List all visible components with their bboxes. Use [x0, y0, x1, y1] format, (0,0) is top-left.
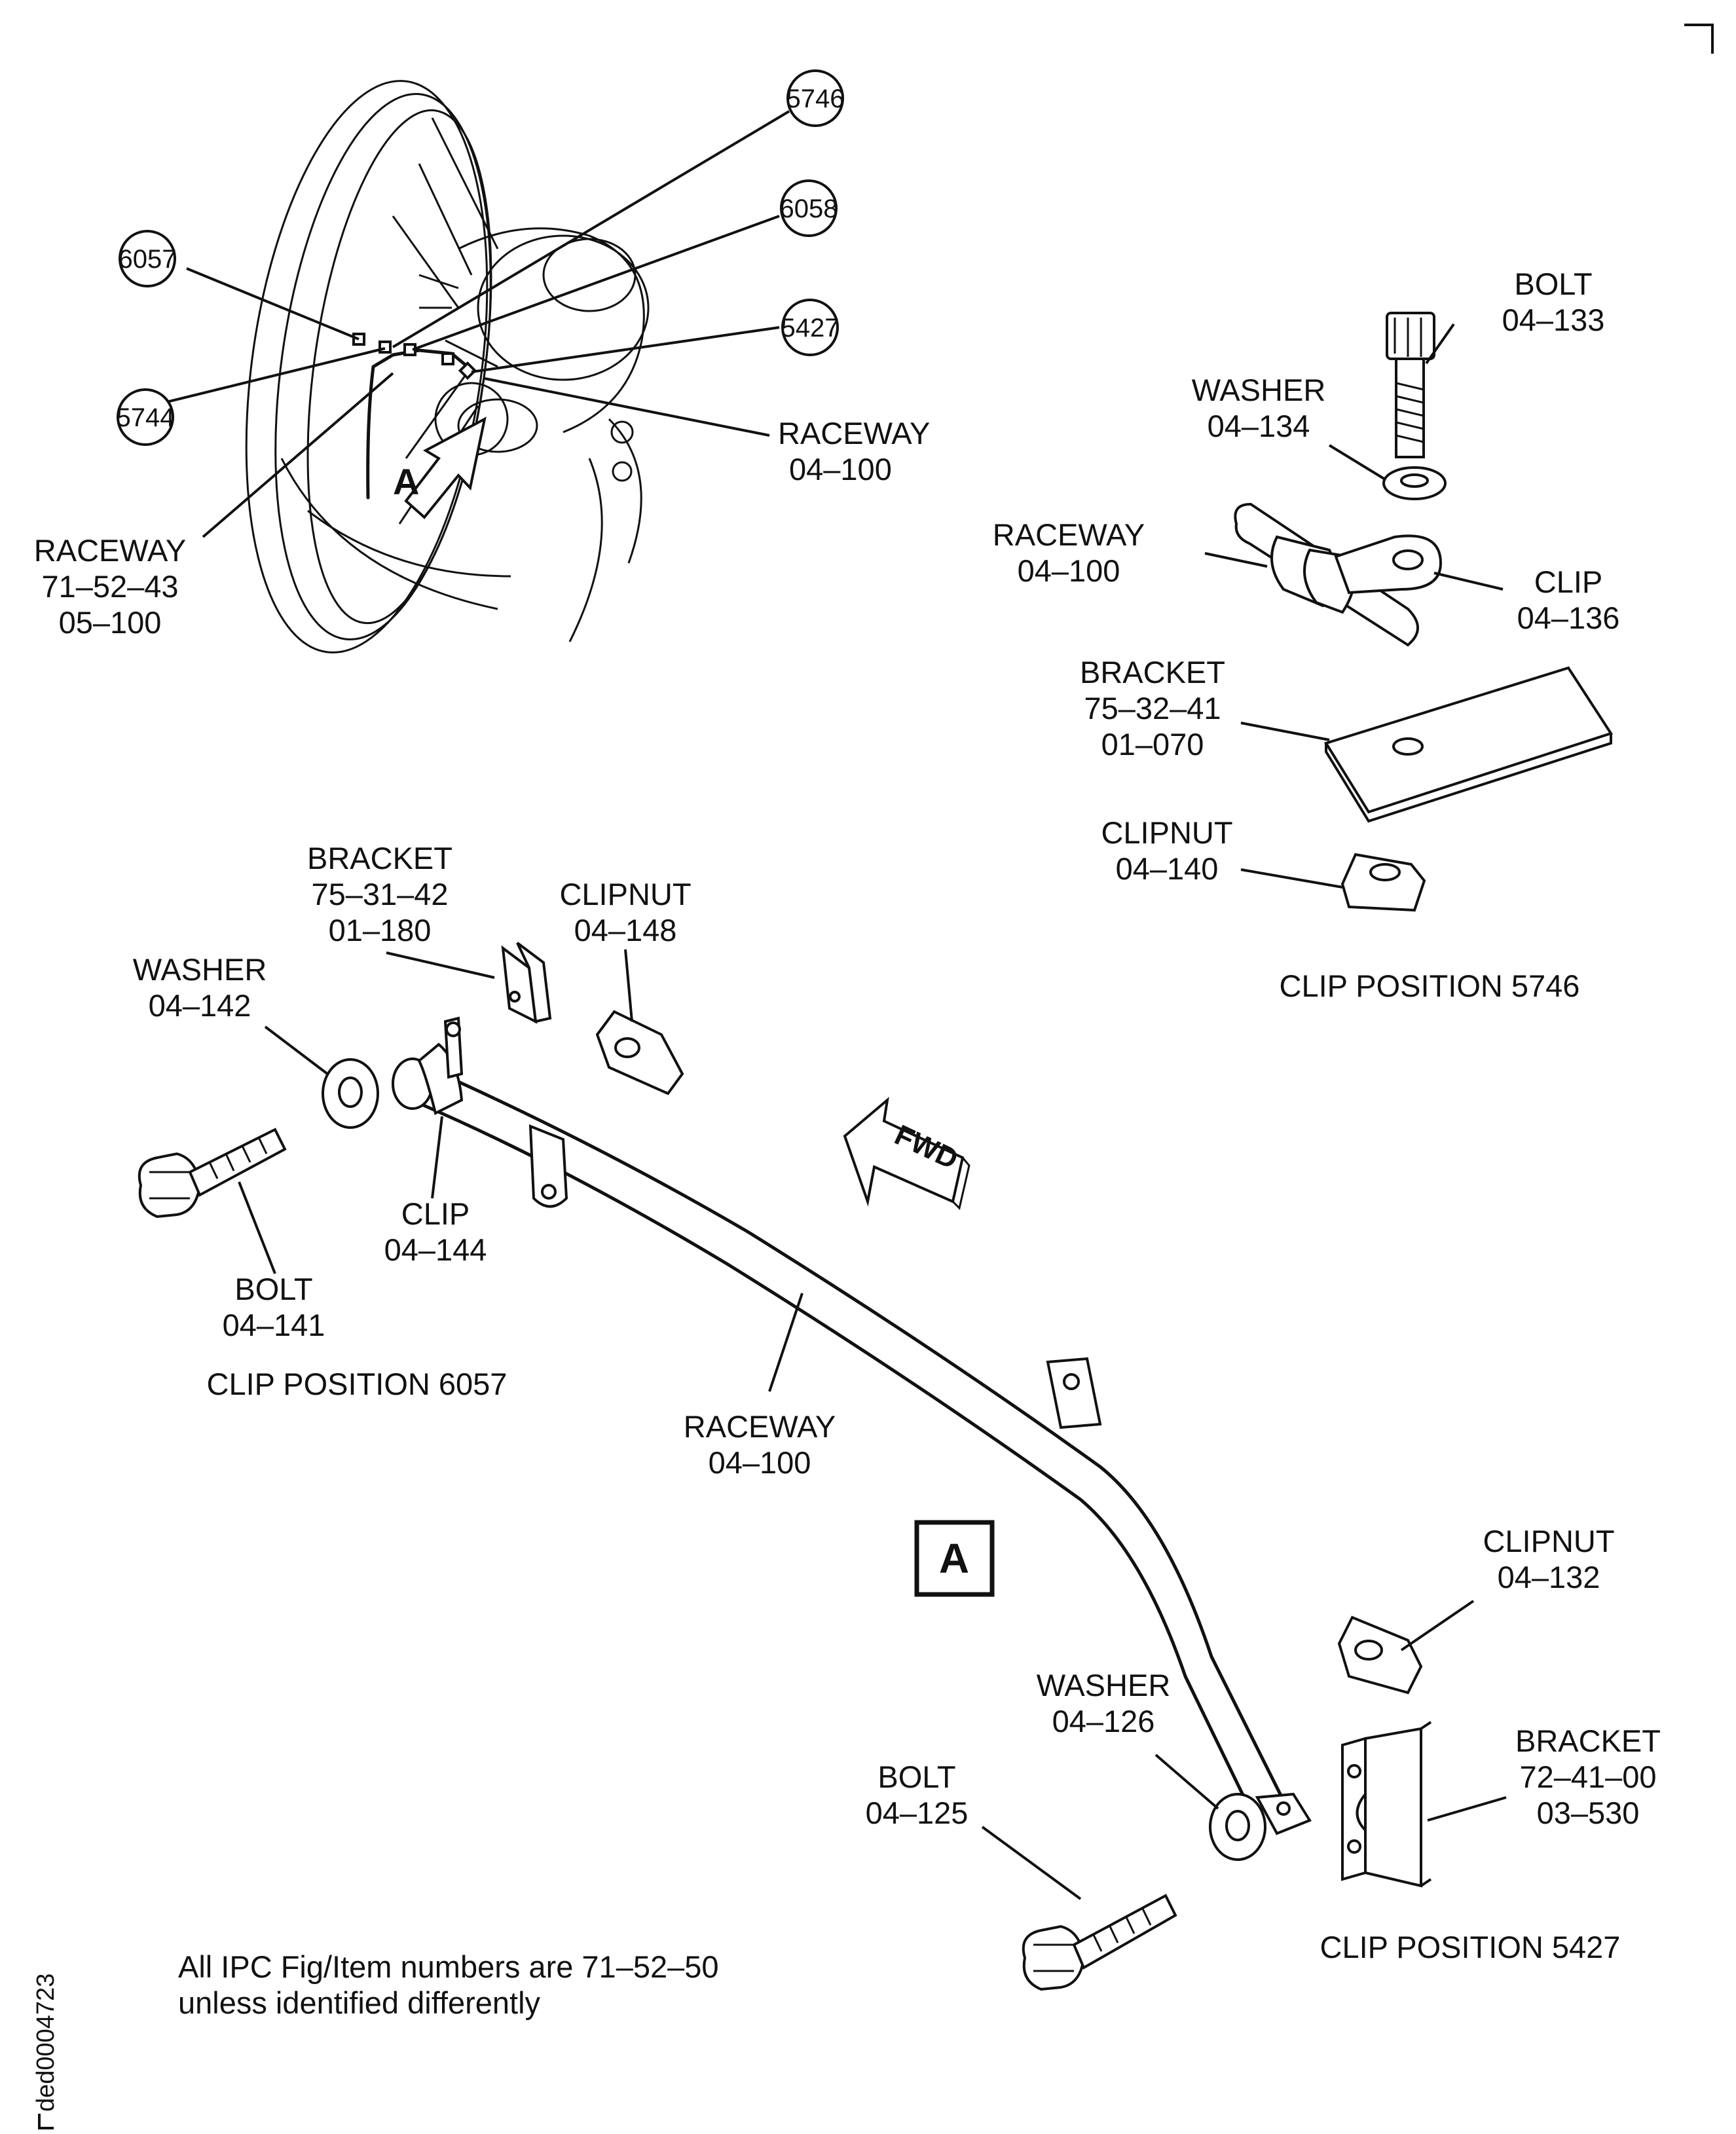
svg-text:ded0004723: ded0004723	[32, 1974, 60, 2112]
svg-text:5427: 5427	[781, 314, 840, 342]
callout-5744: 5744	[117, 388, 175, 446]
bracket-6057-fig: 75–31–42	[311, 877, 448, 911]
engine-view: A	[245, 80, 650, 653]
clip-position-5427-caption: CLIP POSITION 5427	[1320, 1930, 1621, 1964]
view-a-box-letter: A	[939, 1535, 969, 1582]
bracket-5746-fig: 75–32–41	[1084, 691, 1221, 726]
footnote-line1: All IPC Fig/Item numbers are 71–52–50	[178, 1949, 719, 1984]
clip-5746-assembly	[1204, 312, 1614, 912]
drawing-code: ded0004723	[32, 1974, 60, 2129]
raceway-tube	[392, 1016, 1312, 1835]
washer-126-label: WASHER	[1037, 1668, 1171, 1702]
bolt-133-label: BOLT	[1514, 267, 1592, 301]
washer-126-icon	[1209, 1793, 1266, 1861]
bracket-5427-fig: 72–41–00	[1519, 1759, 1656, 1794]
bracket-5746-item: 01–070	[1101, 727, 1204, 762]
clip-5427-assembly	[981, 1600, 1507, 1991]
bolt-125-label: BOLT	[877, 1759, 955, 1794]
washer-134-label: WASHER	[1192, 373, 1326, 407]
washer-134-item: 04–134	[1208, 409, 1310, 443]
bracket-plate-icon	[1323, 666, 1614, 823]
raceway-a-label: RACEWAY	[684, 1409, 836, 1444]
svg-text:5746: 5746	[786, 84, 845, 113]
clipnut-140-item: 04–140	[1116, 851, 1219, 886]
bolt-133-item: 04–133	[1502, 303, 1605, 337]
clipnut-132-label: CLIPNUT	[1483, 1524, 1614, 1558]
raceway-5746-item: 04–100	[1018, 553, 1120, 588]
clipnut-148-label: CLIPNUT	[559, 877, 691, 911]
clip-144-label: CLIP	[401, 1196, 470, 1231]
harness-raceway-fig: 71–52–43	[41, 569, 178, 604]
bracket-small-icon	[501, 942, 552, 1024]
clip-144-item: 04–144	[384, 1232, 487, 1267]
svg-text:6058: 6058	[780, 194, 838, 223]
bracket-6057-item: 01–180	[329, 913, 432, 947]
raceway-5746-label: RACEWAY	[993, 517, 1145, 552]
clip-136-item: 04–136	[1517, 600, 1620, 635]
view-a-arrow	[404, 416, 487, 519]
engine-raceway-item: 04–100	[789, 452, 892, 487]
bolt-141-label: BOLT	[234, 1272, 312, 1306]
bolt-125-icon	[1022, 1894, 1177, 1991]
callout-5746: 5746	[786, 69, 845, 127]
clip-136-label: CLIP	[1534, 564, 1603, 599]
washer-142-icon	[322, 1058, 379, 1129]
bracket-5746-label: BRACKET	[1080, 655, 1225, 690]
clipnut-148-icon	[595, 1010, 684, 1095]
harness-raceway-label: RACEWAY	[34, 533, 186, 568]
harness-raceway-item: 05–100	[59, 605, 162, 640]
engine-leaders	[163, 110, 790, 538]
bolt-icon	[1386, 312, 1435, 458]
clipnut-icon	[1340, 853, 1426, 912]
washer-icon	[1382, 466, 1447, 500]
raceway-a-item: 04–100	[709, 1445, 811, 1480]
view-a-box: A	[914, 1520, 995, 1597]
view-a-letter: A	[393, 461, 419, 502]
bolt-141-item: 04–141	[223, 1308, 325, 1342]
fwd-arrow-icon: FWD	[843, 1097, 970, 1210]
engine-raceway-label: RACEWAY	[778, 416, 930, 451]
clipnut-140-label: CLIPNUT	[1101, 815, 1232, 850]
washer-142-label: WASHER	[133, 952, 267, 987]
svg-text:5744: 5744	[117, 403, 175, 432]
svg-text:6057: 6057	[119, 245, 177, 274]
clip-position-6057-caption: CLIP POSITION 6057	[207, 1367, 508, 1401]
callout-6058: 6058	[780, 179, 838, 237]
bolt-125-item: 04–125	[866, 1795, 969, 1830]
callout-5427: 5427	[781, 299, 840, 356]
clip-6057-assembly	[138, 942, 684, 1274]
bracket-5427-label: BRACKET	[1515, 1723, 1661, 1758]
clip-position-5746-caption: CLIP POSITION 5746	[1280, 968, 1580, 1003]
footnote-line2: unless identified differently	[178, 1985, 541, 2020]
bracket-6057-label: BRACKET	[307, 841, 452, 875]
clipnut-148-item: 04–148	[574, 913, 677, 947]
clipnut-132-item: 04–132	[1498, 1560, 1600, 1594]
crop-mark	[1684, 24, 1714, 54]
bracket-5427-item: 03–530	[1537, 1795, 1640, 1830]
washer-142-item: 04–142	[149, 988, 251, 1023]
clipnut-132-icon	[1337, 1615, 1423, 1695]
raceway-clip-icon	[1234, 502, 1443, 647]
bracket-5427-icon	[1341, 1721, 1432, 1888]
washer-126-item: 04–126	[1052, 1704, 1155, 1738]
bolt-141-icon	[138, 1128, 287, 1219]
callout-6057: 6057	[119, 230, 177, 287]
